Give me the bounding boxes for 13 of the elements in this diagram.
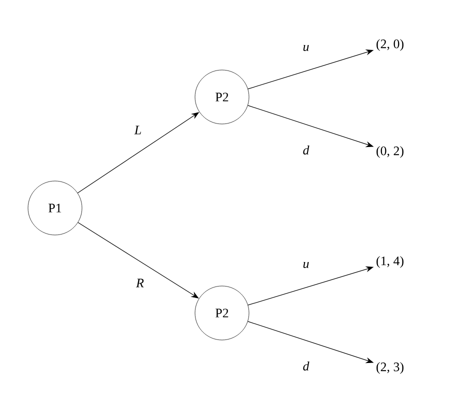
edge-label: d [302,144,310,156]
edge-label: u [302,260,310,270]
player-node: P2 [194,286,250,340]
edge-label: u [302,44,310,52]
payoff-label: (2, 0) [376,39,404,51]
payoff-label: (2, 3) [376,362,404,374]
edge-label: L [133,124,143,136]
player-node: P1 [28,180,82,236]
edge-label: R [135,278,145,288]
payoff-label: (0, 2) [376,146,404,158]
player-node: P2 [194,70,250,124]
edge-label: d [302,360,310,372]
payoff-label: (1, 4) [376,256,404,268]
